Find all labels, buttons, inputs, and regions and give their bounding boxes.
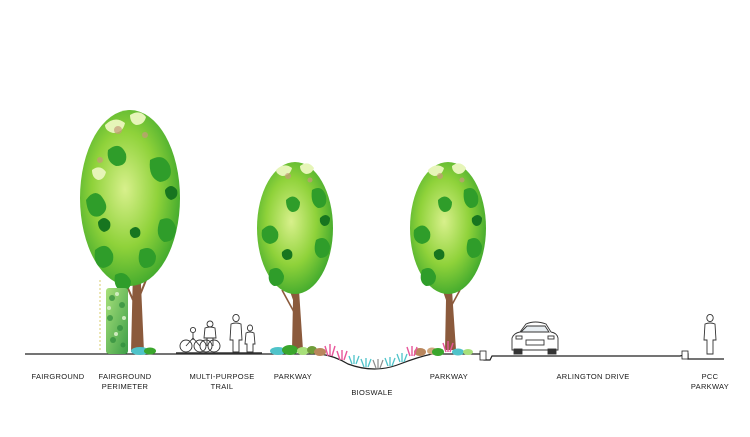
cyclist-icon: [179, 326, 207, 353]
curb-left: [479, 350, 487, 361]
label-fairground-perimeter: FAIRGROUND PERIMETER: [98, 372, 152, 391]
boulder-icon: [314, 347, 437, 356]
ground-line: [25, 353, 724, 370]
pedestrian-icon-2: [703, 313, 717, 355]
label-parkway-left: PARKWAY: [273, 372, 313, 381]
label-fairground: FAIRGROUND: [31, 372, 85, 381]
car-icon: [511, 321, 559, 355]
label-multi-purpose-trail: MULTI-PURPOSE TRAIL: [189, 372, 255, 391]
tall-tree-icon: [80, 110, 180, 352]
pedestrian-icon: [229, 313, 243, 353]
child-pedestrian-icon: [244, 324, 256, 353]
curb-right: [681, 350, 689, 360]
cyclist-icon-2: [199, 320, 221, 353]
tree-icon: [257, 162, 333, 350]
shrub-icon: [131, 347, 156, 355]
hedge-icon: [106, 288, 128, 354]
tree-icon-2: [410, 162, 486, 350]
bioswale-plantings: [270, 341, 473, 369]
label-arlington-drive: ARLINGTON DRIVE: [556, 372, 630, 381]
label-pcc-parkway: PCC PARKWAY: [690, 372, 730, 391]
label-parkway-right: PARKWAY: [429, 372, 469, 381]
label-bioswale: BIOSWALE: [351, 388, 393, 397]
